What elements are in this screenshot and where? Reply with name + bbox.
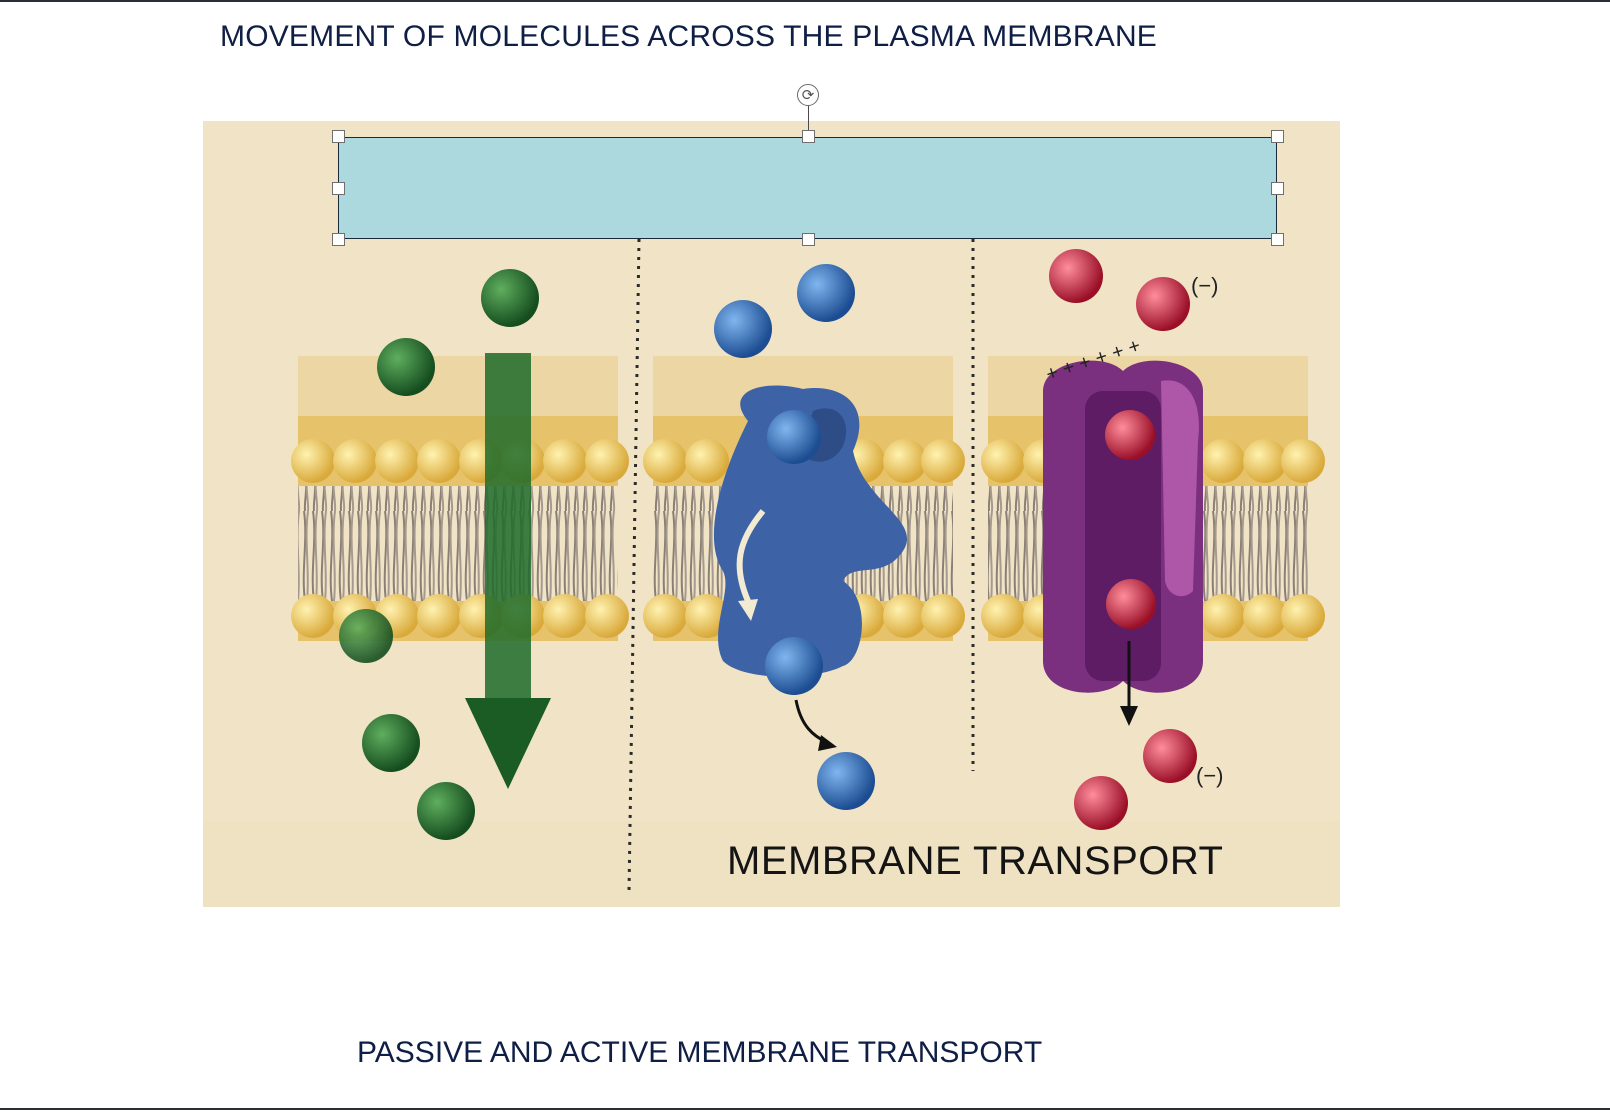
slide-title[interactable]: MOVEMENT OF MOLECULES ACROSS THE PLASMA … bbox=[220, 20, 1158, 53]
slide-subtitle[interactable]: PASSIVE AND ACTIVE MEMBRANE TRANSPORT bbox=[357, 1036, 1043, 1069]
top-border-line bbox=[0, 0, 1610, 2]
diffusion-arrow bbox=[465, 353, 551, 789]
resize-handle-top-right[interactable] bbox=[1271, 130, 1284, 143]
resize-handle-bottom-right[interactable] bbox=[1271, 233, 1284, 246]
resize-handle-bottom-left[interactable] bbox=[332, 233, 345, 246]
resize-handle-middle-left[interactable] bbox=[332, 182, 345, 195]
blue-molecules bbox=[714, 264, 875, 810]
rotate-icon[interactable]: ⟳ bbox=[797, 84, 819, 106]
background-page-texture bbox=[203, 821, 1340, 907]
red-molecules bbox=[1049, 249, 1197, 830]
green-molecules bbox=[339, 269, 539, 840]
membrane-transport-image[interactable]: + + + + + + (−) (−) MEMBRANE TRANSPORT bbox=[203, 121, 1340, 907]
resize-handle-bottom-center[interactable] bbox=[802, 233, 815, 246]
resize-handle-middle-right[interactable] bbox=[1271, 182, 1284, 195]
selected-text-box[interactable] bbox=[338, 137, 1277, 239]
channel-protein bbox=[1043, 360, 1203, 693]
figure-caption: MEMBRANE TRANSPORT bbox=[727, 839, 1224, 883]
negative-charge-label-top: (−) bbox=[1191, 273, 1219, 298]
negative-charge-label-bottom: (−) bbox=[1196, 763, 1224, 788]
rotate-handle-stem bbox=[808, 105, 809, 136]
resize-handle-top-center[interactable] bbox=[802, 130, 815, 143]
phospholipid-heads-bottom bbox=[291, 594, 1325, 638]
resize-handle-top-left[interactable] bbox=[332, 130, 345, 143]
dotted-divider-left bbox=[627, 238, 641, 892]
bottom-border-line bbox=[0, 1108, 1610, 1110]
